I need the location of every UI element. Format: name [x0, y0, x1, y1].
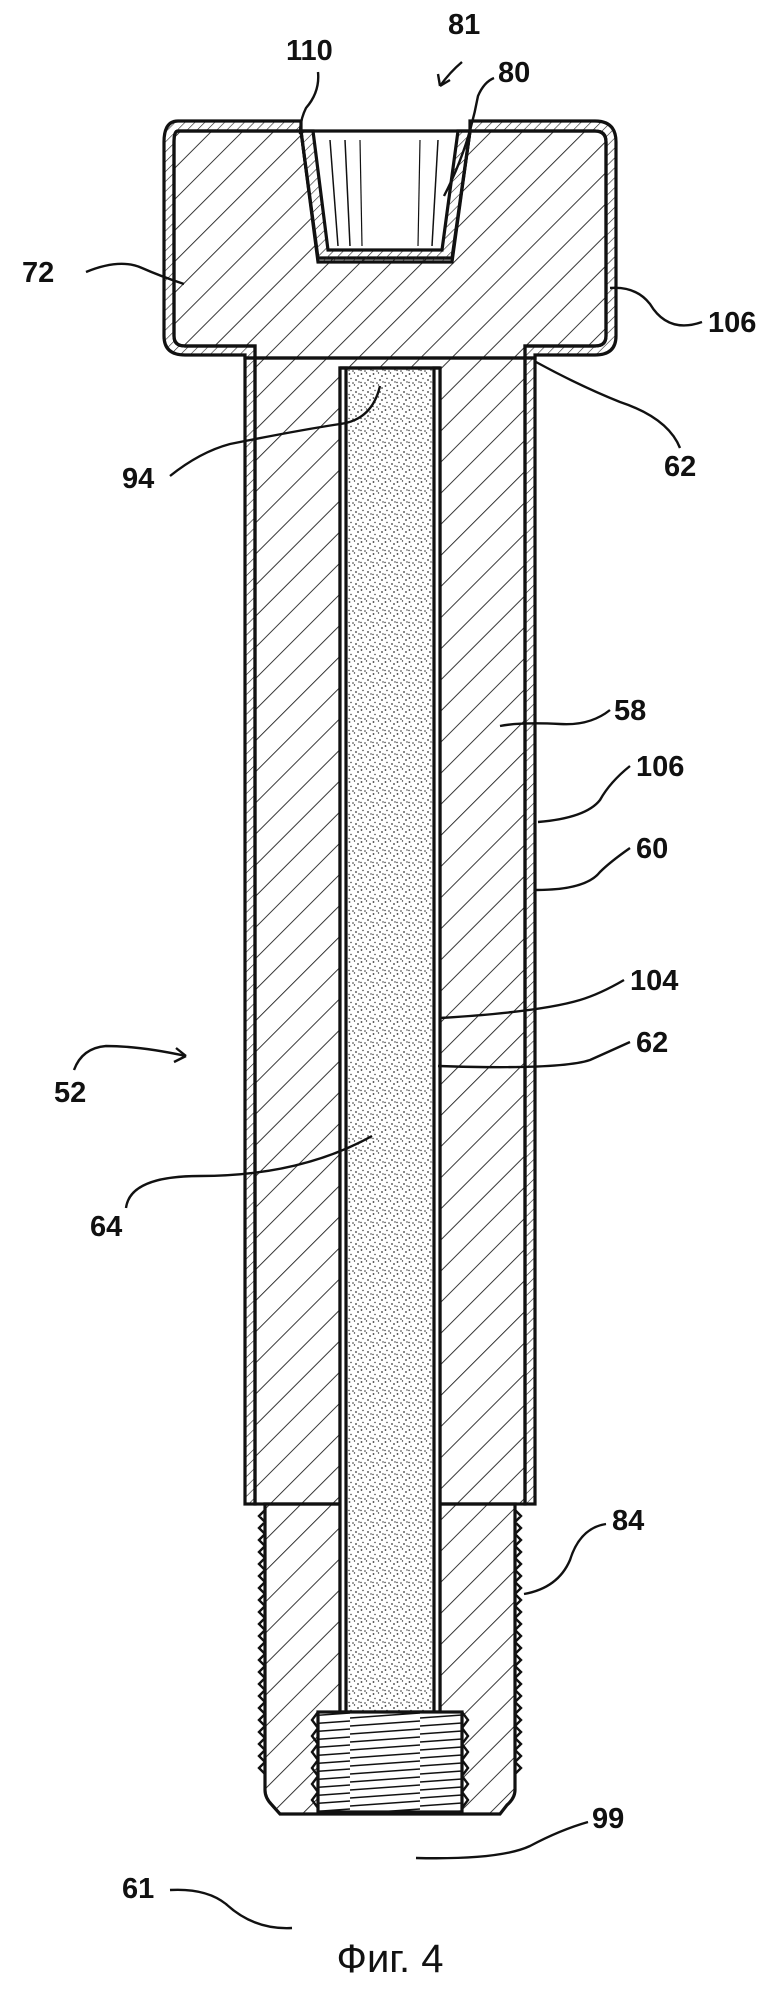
ref-62-top: 62 — [664, 451, 696, 483]
figure-caption: Фиг. 4 — [337, 1937, 444, 1981]
shank-coating-right — [525, 358, 535, 1504]
ref-94: 94 — [122, 463, 154, 495]
internal-thread — [318, 1712, 462, 1812]
leader-84 — [524, 1524, 606, 1594]
ref-110: 110 — [286, 35, 333, 67]
leader-52-arrow — [74, 1046, 186, 1070]
ref-72: 72 — [22, 257, 54, 289]
leader-99 — [416, 1822, 588, 1858]
bore-lining-right — [434, 368, 440, 1712]
leader-81-arrow — [440, 62, 462, 86]
leader-61 — [170, 1890, 292, 1928]
ref-106-mid: 106 — [636, 751, 684, 783]
leader-60 — [536, 848, 630, 890]
ref-64: 64 — [90, 1211, 122, 1243]
leader-106-top — [610, 288, 702, 326]
leader-106-mid — [538, 766, 630, 822]
ref-61: 61 — [122, 1873, 154, 1905]
bore-filler — [340, 368, 440, 1712]
ref-58: 58 — [614, 695, 646, 727]
ref-80: 80 — [498, 57, 530, 89]
ref-62-mid: 62 — [636, 1027, 668, 1059]
shank-coating-left — [245, 358, 255, 1504]
leader-110 — [300, 72, 318, 134]
ref-81: 81 — [448, 9, 480, 41]
ref-104: 104 — [630, 965, 678, 997]
bore-lining-left — [340, 368, 346, 1712]
ref-60: 60 — [636, 833, 668, 865]
ref-106-top: 106 — [708, 307, 756, 339]
bolt-cross-section — [164, 121, 616, 1814]
ref-84: 84 — [612, 1505, 644, 1537]
ref-99: 99 — [592, 1803, 624, 1835]
leader-62-top — [536, 362, 680, 448]
ref-52: 52 — [54, 1077, 86, 1109]
